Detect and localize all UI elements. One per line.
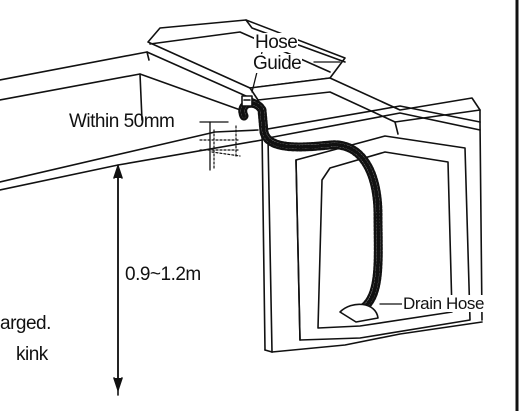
drain-hose-label: Drain Hose <box>402 294 486 313</box>
within-distance-label: Within 50mm <box>69 111 175 132</box>
hose-guide-clip <box>241 95 253 107</box>
laundry-tub <box>0 51 263 396</box>
drain-hose <box>238 98 383 323</box>
cutoff-text-line2: kink <box>16 344 48 365</box>
within-dimension-marker <box>199 125 241 171</box>
hose-guide-label-line2: Guide <box>252 53 303 74</box>
height-dimension-arrow <box>113 165 123 391</box>
hose-guide-label-line1: Hose <box>254 32 299 53</box>
height-range-label: 0.9~1.2m <box>125 264 201 285</box>
cutoff-text-line1: arged. <box>0 313 51 334</box>
